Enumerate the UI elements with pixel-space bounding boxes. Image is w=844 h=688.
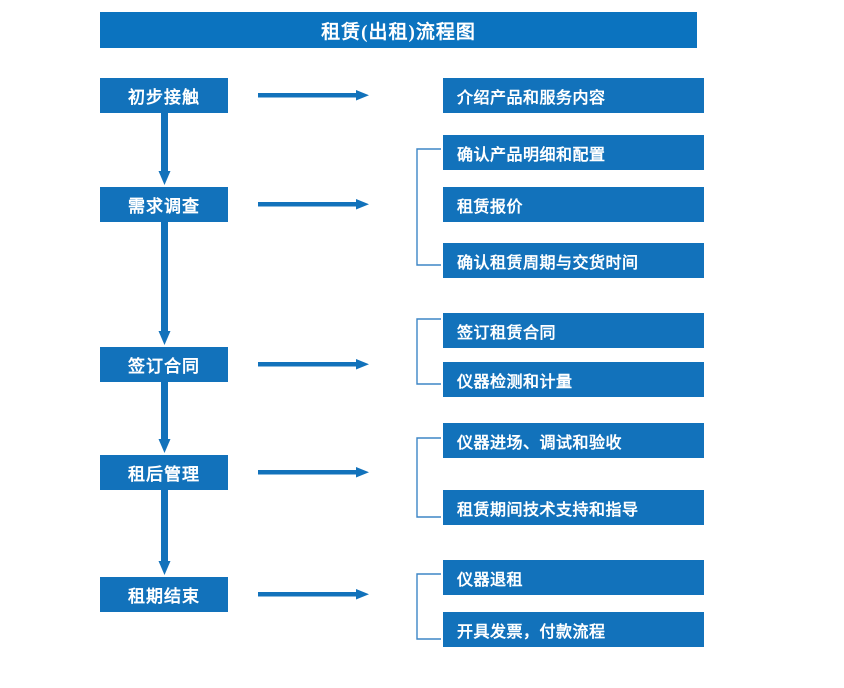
vertical-arrow-2 bbox=[158, 222, 171, 345]
group-bracket-3 bbox=[416, 318, 441, 385]
detail-box-6[interactable]: 仪器检测和计量 bbox=[443, 362, 704, 397]
detail-box-7[interactable]: 仪器进场、调试和验收 bbox=[443, 423, 704, 458]
detail-box-2[interactable]: 确认产品明细和配置 bbox=[443, 135, 704, 170]
detail-box-1[interactable]: 介绍产品和服务内容 bbox=[443, 78, 704, 113]
horizontal-arrow-1 bbox=[258, 90, 369, 101]
vertical-arrow-3 bbox=[158, 382, 171, 453]
group-bracket-5 bbox=[416, 573, 441, 640]
vertical-arrow-1 bbox=[158, 113, 171, 185]
stage-box-5[interactable]: 租期结束 bbox=[100, 577, 228, 612]
detail-box-9[interactable]: 仪器退租 bbox=[443, 560, 704, 595]
detail-box-8[interactable]: 租赁期间技术支持和指导 bbox=[443, 490, 704, 525]
stage-box-3[interactable]: 签订合同 bbox=[100, 347, 228, 382]
stage-box-2[interactable]: 需求调查 bbox=[100, 187, 228, 222]
chart-title: 租赁(出租)流程图 bbox=[100, 12, 697, 48]
detail-box-10[interactable]: 开具发票，付款流程 bbox=[443, 612, 704, 647]
group-bracket-4 bbox=[416, 437, 441, 518]
horizontal-arrow-2 bbox=[258, 199, 369, 210]
vertical-arrow-4 bbox=[158, 490, 171, 575]
detail-box-3[interactable]: 租赁报价 bbox=[443, 187, 704, 222]
horizontal-arrow-5 bbox=[258, 589, 369, 600]
horizontal-arrow-4 bbox=[258, 467, 369, 478]
horizontal-arrow-3 bbox=[258, 359, 369, 370]
stage-box-1[interactable]: 初步接触 bbox=[100, 78, 228, 113]
detail-box-4[interactable]: 确认租赁周期与交货时间 bbox=[443, 243, 704, 278]
group-bracket-2 bbox=[416, 148, 441, 266]
stage-box-4[interactable]: 租后管理 bbox=[100, 455, 228, 490]
detail-box-5[interactable]: 签订租赁合同 bbox=[443, 313, 704, 348]
